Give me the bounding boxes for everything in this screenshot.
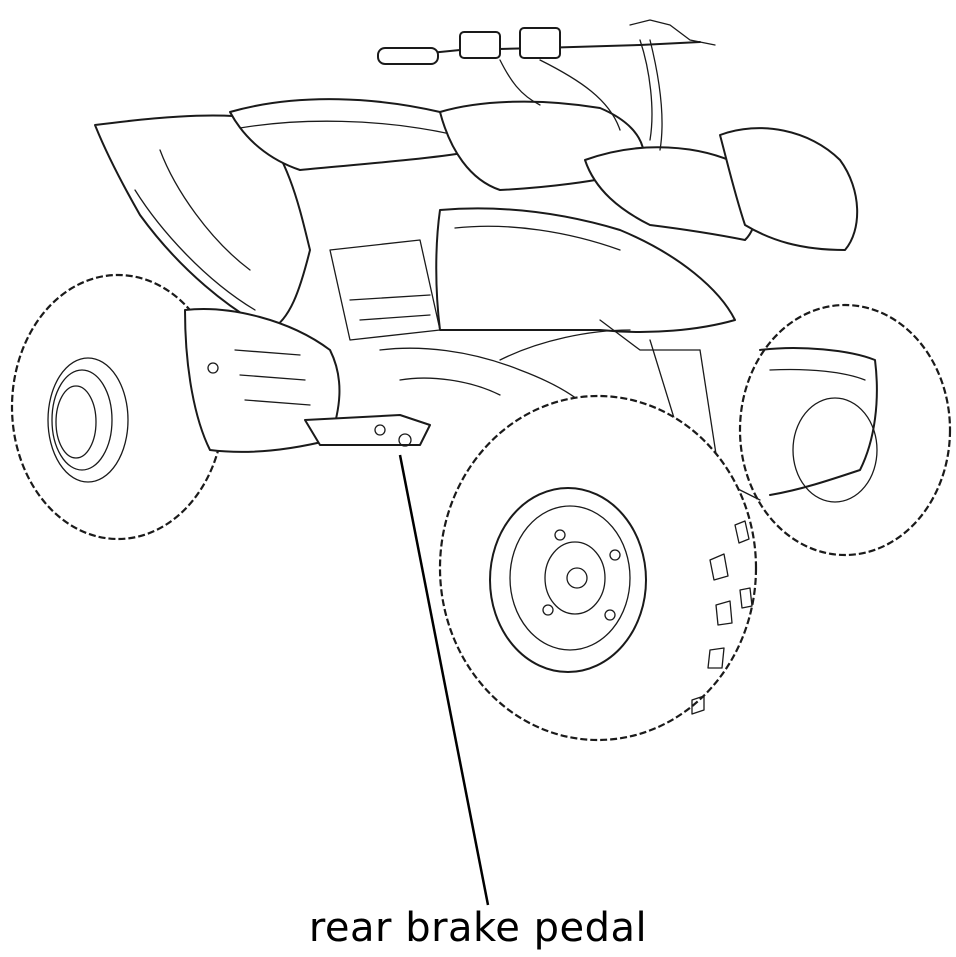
atv-body (94, 19, 878, 501)
front-right-wheel (738, 303, 952, 557)
callout-leader-line (398, 454, 490, 906)
callout-label-rear-brake-pedal: rear brake pedal (308, 905, 648, 951)
front-left-wheel (438, 394, 758, 742)
